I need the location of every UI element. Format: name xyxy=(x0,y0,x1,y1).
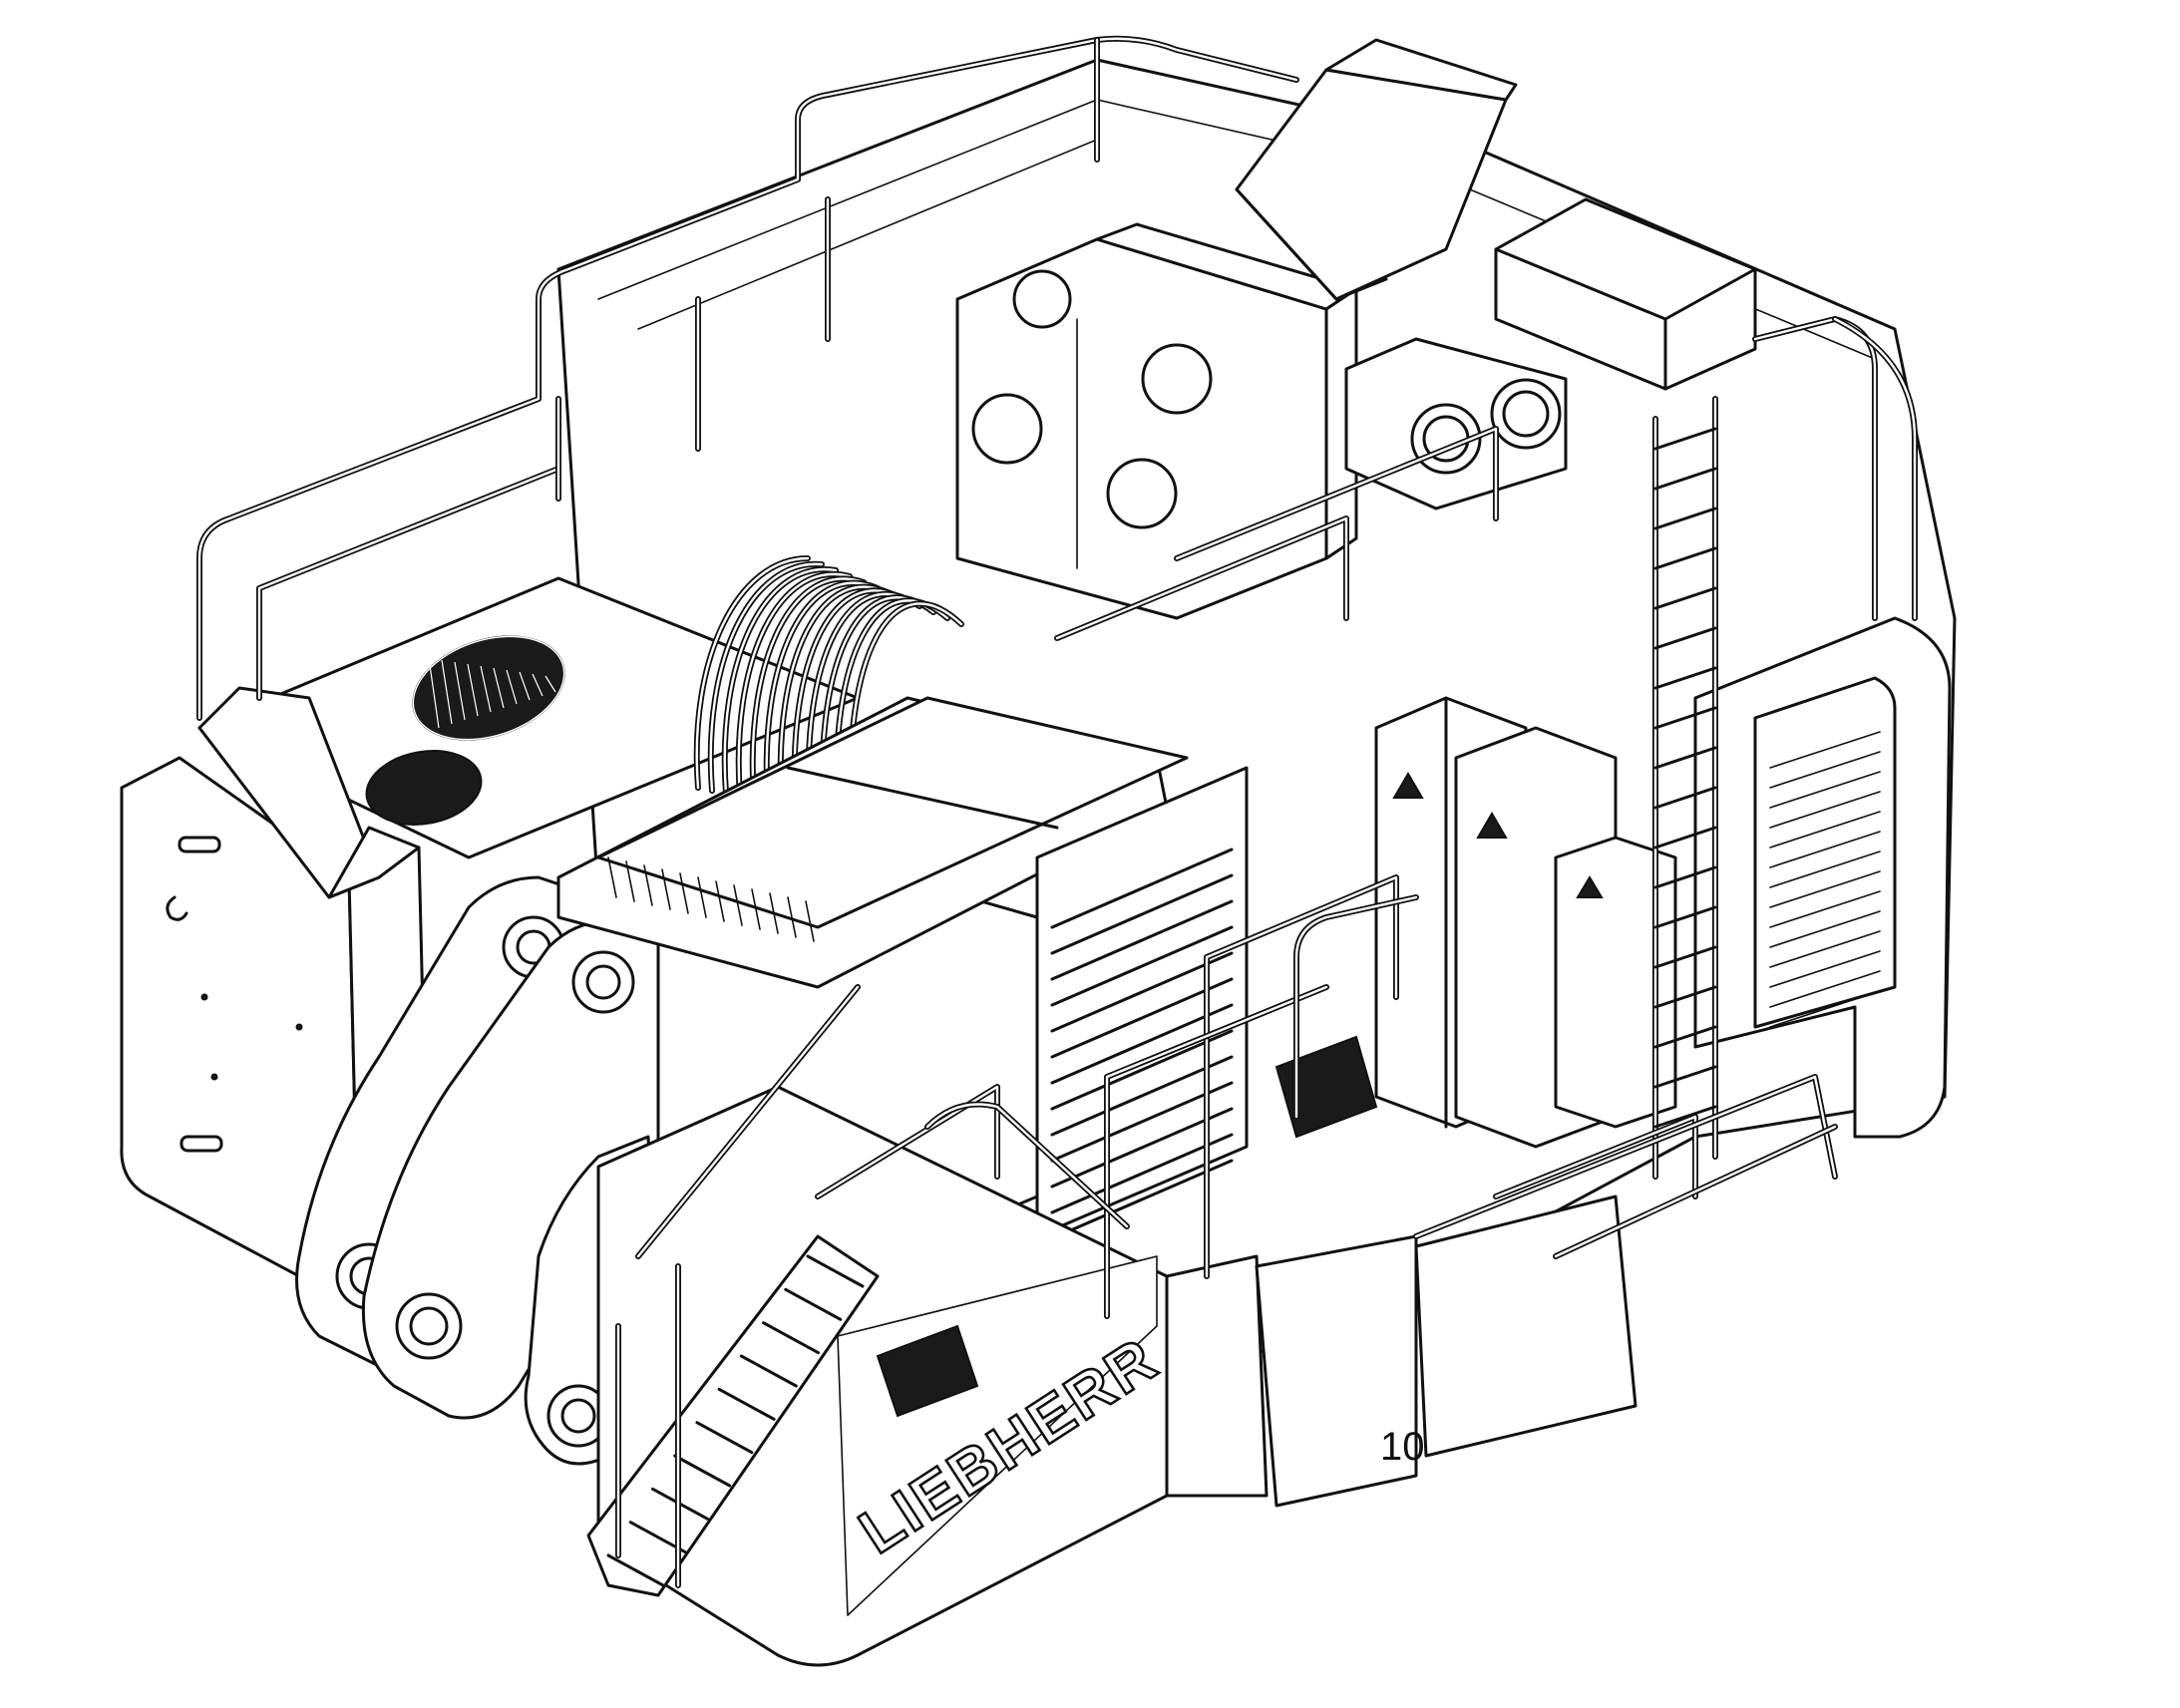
louvre-slat xyxy=(1769,870,1881,908)
callout-label: 10 xyxy=(1380,1425,1425,1469)
louvre-slat xyxy=(1769,890,1881,928)
roof-slat xyxy=(607,856,617,898)
ladder-rung xyxy=(1653,865,1717,889)
ladder-rung xyxy=(1653,586,1717,610)
louvre-slat xyxy=(1769,910,1881,948)
grille-bar xyxy=(467,663,479,717)
louvre-slat xyxy=(1769,771,1881,809)
ladder-rung xyxy=(1653,746,1717,770)
roof-slat xyxy=(715,880,725,922)
roof-slat xyxy=(625,860,635,902)
louvre-slat xyxy=(1050,1055,1234,1137)
access-ladder xyxy=(1652,396,1718,1180)
louvre-slat xyxy=(1050,873,1234,955)
walkway-grate-front xyxy=(876,1324,979,1418)
grille-bar xyxy=(428,657,440,729)
ladder-rung xyxy=(1653,826,1717,850)
louvre-slat xyxy=(1769,970,1881,1008)
louvre-slat xyxy=(1050,951,1234,1033)
louvre-slat xyxy=(1769,731,1881,769)
roof-slat xyxy=(697,876,707,918)
stair-tread xyxy=(762,1321,821,1355)
stair-tread xyxy=(673,1454,732,1488)
ladder-rung xyxy=(1653,626,1717,650)
roof-slat xyxy=(769,892,779,934)
roof-slat xyxy=(643,864,653,906)
grille-bar xyxy=(519,671,531,701)
louvre-slat xyxy=(1769,950,1881,988)
engine-compartment xyxy=(955,222,1358,620)
louvre-slat xyxy=(1050,1029,1234,1111)
roof-slat xyxy=(661,868,671,910)
louvre-slat xyxy=(1050,1159,1234,1240)
louvre-slat xyxy=(1769,851,1881,888)
louvre-slat xyxy=(1769,831,1881,868)
louvre-slat xyxy=(1050,977,1234,1059)
ladder-rung xyxy=(1653,706,1717,730)
louvre-slat xyxy=(1050,1107,1234,1189)
ladder-rung xyxy=(1653,427,1717,451)
cab-louvres xyxy=(1035,766,1249,1240)
roof-slat xyxy=(787,896,797,938)
ladder-rung xyxy=(1653,507,1717,530)
stair-tread xyxy=(806,1254,865,1288)
louvre-slat xyxy=(1050,899,1234,981)
grille-bar xyxy=(506,669,518,705)
roof-slat xyxy=(751,888,761,930)
ladder-rung xyxy=(1653,1025,1717,1049)
louvre-slat xyxy=(1769,751,1881,789)
grille-bar xyxy=(493,667,505,709)
electrical-cabinet xyxy=(1494,197,1757,391)
louvre-slat xyxy=(1769,930,1881,968)
louvre-slat xyxy=(1050,848,1234,929)
ladder-rung xyxy=(1653,1105,1717,1129)
louvre-slat xyxy=(1050,1003,1234,1085)
ladder-rung xyxy=(1653,1065,1717,1089)
stair-tread xyxy=(739,1354,798,1388)
stair-tread xyxy=(695,1421,754,1455)
roof-slat xyxy=(733,884,743,926)
walkway-grate-middle xyxy=(1274,1035,1378,1139)
ladder-rung xyxy=(1653,666,1717,690)
ladder-rung xyxy=(1653,945,1717,969)
louvre-slat xyxy=(1769,791,1881,829)
control-cabinet-far xyxy=(1554,836,1677,1129)
handrail-system xyxy=(196,35,1918,1588)
roof-slat xyxy=(679,872,689,914)
callout-10: 10 xyxy=(1380,1425,1425,1469)
grille-bar xyxy=(441,659,453,725)
top-hatch xyxy=(1235,38,1518,301)
boom-arm-front xyxy=(361,919,665,1420)
roof-slat xyxy=(805,900,815,942)
ladder-rung xyxy=(1653,905,1717,929)
ladder-rung xyxy=(1653,786,1717,810)
fan-guard-small xyxy=(365,750,483,826)
louvre-slat xyxy=(1050,1133,1234,1214)
fan-guard-large xyxy=(412,635,565,741)
grille-bar xyxy=(480,665,492,713)
ladder-rung xyxy=(1653,546,1717,570)
stair-tread xyxy=(784,1287,843,1321)
stair-tread xyxy=(717,1387,776,1421)
grille-bar xyxy=(532,673,544,697)
louvre-slat xyxy=(1769,990,1881,1028)
ladder-rung xyxy=(1653,467,1717,491)
ladder-rung xyxy=(1653,985,1717,1009)
right-rear-panel xyxy=(1693,616,1952,1139)
grille-bar xyxy=(454,661,466,721)
grille-bar xyxy=(545,675,556,693)
louvre-slat xyxy=(1050,925,1234,1007)
louvre-slat xyxy=(1050,1081,1234,1163)
stair-tread xyxy=(606,1553,665,1587)
louvre-slat xyxy=(1769,811,1881,849)
